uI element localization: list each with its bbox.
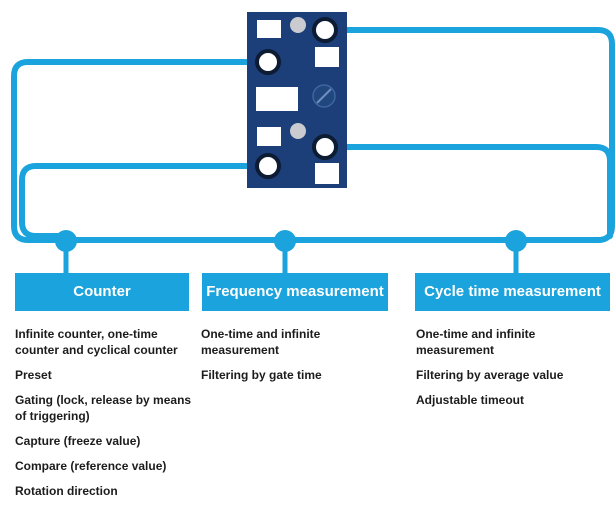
feature-item: Filtering by gate time xyxy=(201,368,322,382)
feature-item: Infinite counter, one-time counter and c… xyxy=(15,327,178,357)
feature-item: Gating (lock, release by means of trigge… xyxy=(15,393,192,423)
outer-cable-right xyxy=(322,27,615,243)
status-led xyxy=(290,123,306,139)
label-slot xyxy=(256,87,298,111)
frequency-node xyxy=(274,230,296,252)
counter-node xyxy=(55,230,77,252)
connector-port xyxy=(312,134,338,160)
cycle-time-measurement-tag: Cycle time measurement xyxy=(415,273,610,311)
connector-port xyxy=(255,153,281,179)
cycle-time-feature-list: One-time and infinite measurement Filter… xyxy=(416,326,612,417)
frequency-feature-list: One-time and infinite measurement Filter… xyxy=(201,326,391,392)
feature-item: Rotation direction xyxy=(15,484,118,498)
label-slot xyxy=(315,47,339,67)
feature-item: Adjustable timeout xyxy=(416,393,525,407)
inner-cable-left xyxy=(19,163,271,239)
feature-item: One-time and infinite measurement xyxy=(416,327,536,357)
adjust-screw-icon xyxy=(312,84,336,108)
feature-item: Filtering by average value xyxy=(416,368,564,382)
counter-tag: Counter xyxy=(15,273,189,311)
cycle-time-node xyxy=(505,230,527,252)
outer-cable-left xyxy=(11,59,271,243)
feature-item: Capture (freeze value) xyxy=(15,434,141,448)
connector-port xyxy=(312,17,338,43)
feature-item: One-time and infinite measurement xyxy=(201,327,321,357)
label-slot xyxy=(315,163,339,184)
feature-item: Preset xyxy=(15,368,52,382)
frequency-measurement-tag: Frequency measurement xyxy=(202,273,388,311)
inner-cable-right xyxy=(322,144,613,239)
connector-port xyxy=(255,49,281,75)
counter-feature-list: Infinite counter, one-time counter and c… xyxy=(15,326,201,508)
feature-item: Compare (reference value) xyxy=(15,459,167,473)
label-slot xyxy=(257,127,281,146)
label-slot xyxy=(257,20,281,38)
status-led xyxy=(290,17,306,33)
io-module xyxy=(247,12,347,188)
